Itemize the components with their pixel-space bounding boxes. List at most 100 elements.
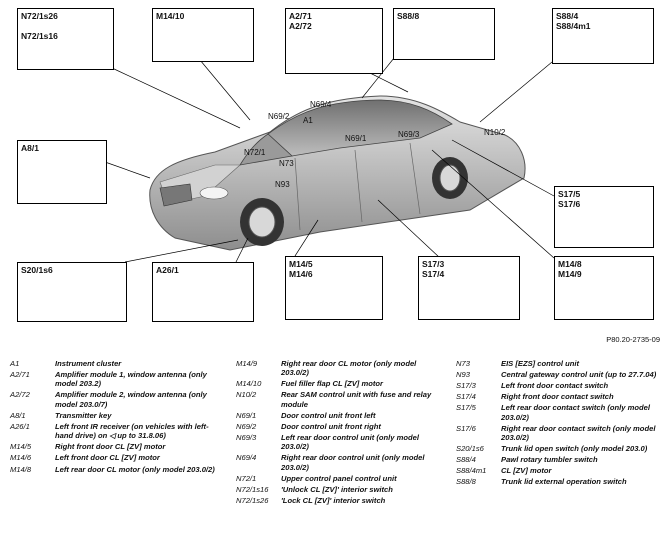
legend-entry: M14/8 Left rear door CL motor (only model… (10, 465, 222, 474)
legend-code: N72/1 (236, 473, 257, 483)
legend-code: A1 (10, 359, 20, 368)
legend-code: M14/10 (236, 379, 262, 389)
legend-entry: S17/5 Left rear door contact switch (only… (456, 403, 660, 422)
legend-code: S17/6 (456, 423, 476, 433)
legend-entry: S20/1s6 Trunk lid open switch (only model… (456, 444, 660, 453)
label-n69-3: N69/3 (398, 130, 420, 139)
legend-description: Door control unit front right (281, 421, 381, 431)
callout-s20: S20/1s6 (17, 262, 127, 322)
legend-description: Right rear door control unit (only model… (281, 453, 425, 472)
legend-description: Upper control panel control unit (281, 473, 397, 483)
label-n69-1: N69/1 (345, 134, 367, 143)
callout-a2: A2/71 A2/72 (285, 8, 383, 74)
legend-description: Right rear door contact switch (only mod… (501, 423, 656, 443)
legend-entry: N72/1s26 'Lock CL [ZV]' interior switch (236, 496, 436, 505)
legend-description: Rear SAM control unit with fuse and rela… (281, 390, 432, 409)
legend-entry: N72/1s16 'Unlock CL [ZV]' interior switch (236, 485, 436, 494)
legend-code: N10/2 (236, 390, 257, 400)
legend-column-2: M14/9 Right rear door CL motor (only mode… (236, 359, 436, 507)
legend-description: Amplifier module 1, window antenna (only… (55, 370, 207, 389)
legend-entry: N69/1 Door control unit front left (236, 411, 436, 420)
legend-description: EIS [EZS] control unit (501, 359, 580, 368)
legend-code: S88/8 (456, 477, 476, 487)
legend-code: S20/1s6 (456, 444, 484, 454)
legend-entry: N10/2 Rear SAM control unit with fuse and… (236, 390, 436, 409)
legend-code: S17/5 (456, 403, 476, 413)
legend-entry: S17/6 Right rear door contact switch (onl… (456, 424, 660, 443)
legend-entry: N93 Central gateway control unit (up to 2… (456, 370, 660, 379)
legend-entry: N69/4 Right rear door control unit (only … (236, 453, 436, 472)
legend-entry: M14/9 Right rear door CL motor (only mode… (236, 359, 436, 378)
callout-m14-5: M14/5 M14/6 (285, 256, 383, 320)
legend-entry: M14/6 Left front door CL [ZV] motor (10, 453, 222, 462)
legend-entry: A1 Instrument cluster (10, 359, 222, 368)
legend-description: Left front IR receiver (on vehicles with… (55, 421, 209, 441)
legend-entry: S88/4 Pawl rotary tumbler switch (456, 455, 660, 464)
callout-s88-4: S88/4 S88/4m1 (552, 8, 654, 64)
legend-description: Left front door contact switch (501, 381, 609, 391)
callout-a26: A26/1 (152, 262, 254, 322)
legend-code: A2/71 (10, 370, 30, 380)
legend-code: A26/1 (10, 421, 30, 431)
legend-description: Fuel filler flap CL [ZV] motor (281, 379, 383, 389)
legend-description: Trunk lid open switch (only model 203.0) (501, 444, 648, 454)
legend-description: CL [ZV] motor (501, 466, 552, 476)
legend-code: S88/4 (456, 455, 476, 465)
label-n93: N93 (275, 180, 290, 189)
label-n72-1: N72/1 (244, 148, 266, 157)
legend-description: Transmitter key (55, 410, 112, 420)
legend-code: A8/1 (10, 410, 26, 420)
legend-code: M14/9 (236, 359, 258, 368)
callout-s17-5: S17/5 S17/6 (554, 186, 654, 248)
legend-code: S17/3 (456, 381, 476, 391)
legend-description: Instrument cluster (55, 359, 122, 368)
legend-entry: N72/1 Upper control panel control unit (236, 474, 436, 483)
legend-code: N69/4 (236, 453, 257, 463)
callout-a8-1: A8/1 (17, 140, 107, 204)
legend-code: N69/1 (236, 410, 257, 420)
legend-description: Pawl rotary tumbler switch (501, 455, 598, 465)
legend-code: N72/1s26 (236, 496, 269, 506)
legend-description: Door control unit front left (281, 410, 376, 420)
callout-m14-8: M14/8 M14/9 (554, 256, 654, 320)
label-n69-2: N69/2 (268, 112, 290, 121)
label-n10-2: N10/2 (484, 128, 506, 137)
legend-code: N69/2 (236, 421, 257, 431)
legend-description: Trunk lid external operation switch (501, 477, 627, 487)
legend-description: Left rear door contact switch (only mode… (501, 403, 650, 422)
legend-description: 'Lock CL [ZV]' interior switch (281, 496, 386, 506)
callout-s88-8: S88/8 (393, 8, 495, 60)
legend-code: N93 (456, 370, 470, 380)
legend-description: Right rear door CL motor (only model 203… (281, 359, 417, 378)
legend-entry: S17/3 Left front door contact switch (456, 381, 660, 390)
label-a1: A1 (303, 116, 313, 125)
legend-description: Central gateway control unit (up to 27.7… (501, 370, 657, 380)
label-n69-4: N69/4 (310, 100, 332, 109)
legend-code: A2/72 (10, 390, 30, 400)
legend-description: Left front door CL [ZV] motor (55, 453, 160, 463)
legend-entry: N73 EIS [EZS] control unit (456, 359, 660, 368)
callout-n72-switches: N72/1s26 N72/1s16 (17, 8, 114, 70)
legend-code: N69/3 (236, 433, 257, 443)
legend-code: M14/6 (10, 453, 32, 463)
legend-entry: M14/10 Fuel filler flap CL [ZV] motor (236, 379, 436, 388)
legend-code: M14/8 (10, 464, 32, 474)
legend-description: Left rear door CL motor (only model 203.… (55, 464, 215, 474)
legend-description: Left rear door control unit (only model … (281, 433, 419, 452)
legend-entry: A8/1 Transmitter key (10, 411, 222, 420)
legend-entry: N69/3 Left rear door control unit (only m… (236, 433, 436, 452)
legend-entry: A26/1 Left front IR receiver (on vehicles… (10, 422, 222, 441)
legend-code: N73 (456, 359, 470, 368)
legend-description: 'Unlock CL [ZV]' interior switch (281, 484, 393, 494)
figure-reference: P80.20-2735-09 (606, 335, 660, 344)
legend-description: Right front door contact switch (501, 392, 614, 402)
legend-code: N72/1s16 (236, 484, 269, 494)
component-location-diagram: N72/1s26 N72/1s16 M14/10 A2/71 A2/72 S88… (17, 8, 660, 344)
legend-code: M14/5 (10, 442, 32, 452)
